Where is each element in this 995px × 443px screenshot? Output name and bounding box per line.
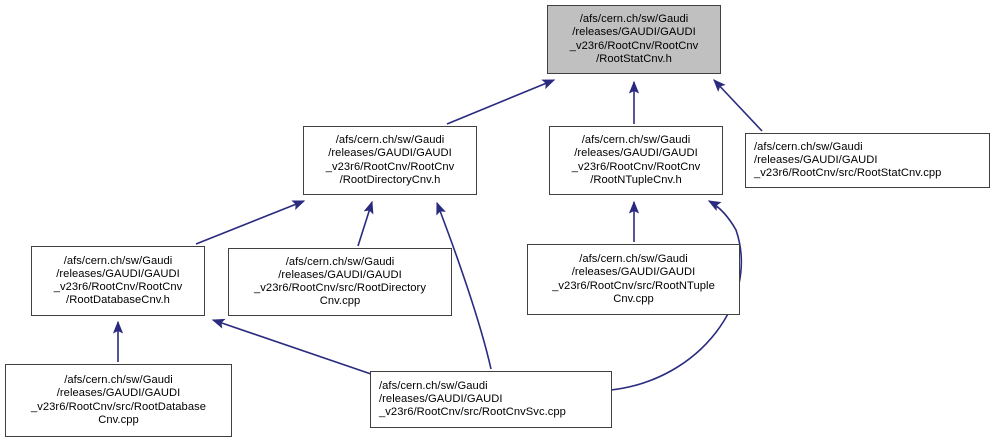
node-rootntuplecnv-h[interactable]: /afs/cern.ch/sw/Gaudi /releases/GAUDI/GA… xyxy=(549,126,723,195)
node-label: /afs/cern.ch/sw/Gaudi /releases/GAUDI/GA… xyxy=(754,140,942,180)
node-rootdirectorycnv-h[interactable]: /afs/cern.ch/sw/Gaudi /releases/GAUDI/GA… xyxy=(303,126,477,195)
edge-rootstatcnv-cpp-to-rootstatcnv-h xyxy=(713,79,763,132)
edge-rootdirectorycnv-cpp-to-rootdirectorycnv-h xyxy=(357,200,374,247)
node-label: /afs/cern.ch/sw/Gaudi /releases/GAUDI/GA… xyxy=(325,134,455,186)
node-label: /afs/cern.ch/sw/Gaudi /releases/GAUDI/GA… xyxy=(30,374,207,426)
edge-rootdirectorycnv-h-to-rootstatcnv-h xyxy=(446,79,556,125)
node-rootdatabasecnv-cpp[interactable]: /afs/cern.ch/sw/Gaudi /releases/GAUDI/GA… xyxy=(5,364,232,437)
node-rootdatabasecnv-h[interactable]: /afs/cern.ch/sw/Gaudi /releases/GAUDI/GA… xyxy=(31,246,205,316)
node-label: /afs/cern.ch/sw/Gaudi /releases/GAUDI/GA… xyxy=(569,13,699,65)
node-label: /afs/cern.ch/sw/Gaudi /releases/GAUDI/GA… xyxy=(552,253,715,305)
node-rootdirectorycnv-cpp[interactable]: /afs/cern.ch/sw/Gaudi /releases/GAUDI/GA… xyxy=(228,248,452,316)
node-rootstatcnv-cpp[interactable]: /afs/cern.ch/sw/Gaudi /releases/GAUDI/GA… xyxy=(745,133,990,188)
node-rootstatcnv-h[interactable]: /afs/cern.ch/sw/Gaudi /releases/GAUDI/GA… xyxy=(547,5,721,74)
node-rootcnvsvc-cpp[interactable]: /afs/cern.ch/sw/Gaudi /releases/GAUDI/GA… xyxy=(370,371,612,428)
node-label: /afs/cern.ch/sw/Gaudi /releases/GAUDI/GA… xyxy=(571,134,701,186)
node-label: /afs/cern.ch/sw/Gaudi /releases/GAUDI/GA… xyxy=(53,254,183,307)
node-label: /afs/cern.ch/sw/Gaudi /releases/GAUDI/GA… xyxy=(254,255,426,308)
node-label: /afs/cern.ch/sw/Gaudi /releases/GAUDI/GA… xyxy=(379,379,566,419)
edge-rootcnvsvc-cpp-to-rootdatabasecnv-h xyxy=(211,318,372,375)
edge-rootdatabasecnv-h-to-rootdirectorycnv-h xyxy=(195,200,306,245)
node-rootntuplecnv-cpp[interactable]: /afs/cern.ch/sw/Gaudi /releases/GAUDI/GA… xyxy=(527,244,740,315)
